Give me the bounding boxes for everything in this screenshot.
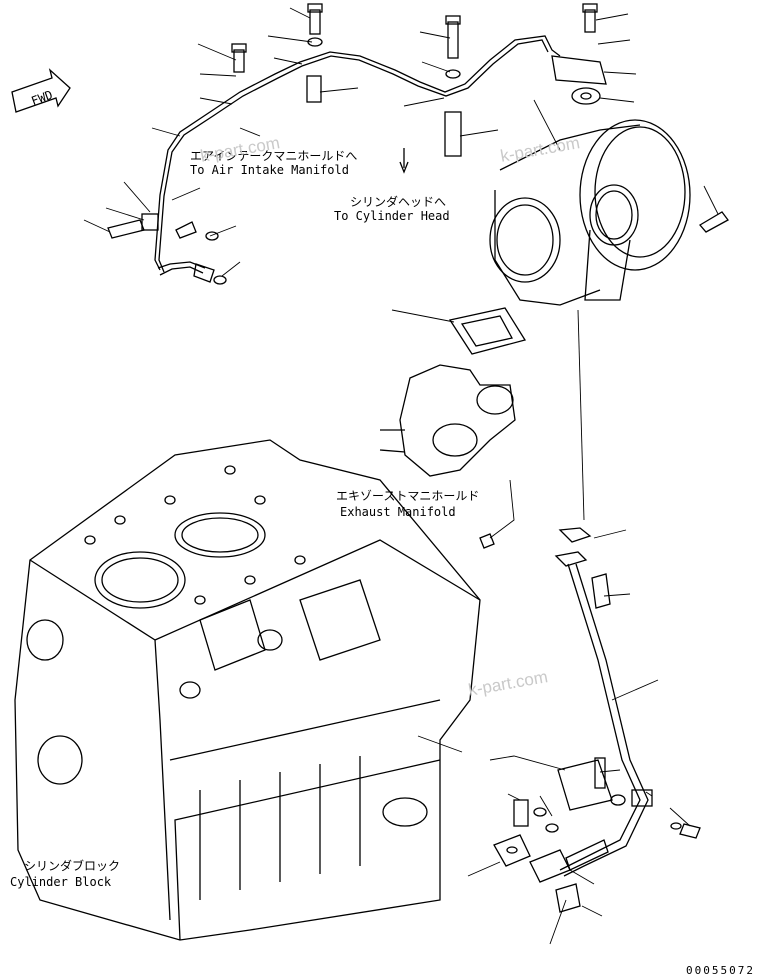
exhaust-manifold [379,364,516,549]
air-intake-label-jp: エアインテークマニホールドへ [190,149,358,163]
exhaust-manifold-label-jp: エキゾーストマニホールド [336,489,480,503]
oil-drain-pipe [554,527,649,877]
turbocharger [489,119,729,306]
oil-feed-pipe [154,35,561,276]
lower-fittings [493,757,701,913]
exhaust-manifold-label-en: Exhaust Manifold [340,505,456,519]
air-intake-label-en: To Air Intake Manifold [190,163,349,177]
figure-number: 00055072 [686,964,755,977]
pipe-bolts [107,3,607,285]
turbo-gasket [448,307,527,355]
cylinder-block [14,439,481,941]
leader-lines [83,7,719,945]
fwd-arrow-icon [11,68,71,113]
cylinder-block-label-jp: シリンダブロック [24,859,121,873]
cylinder-block-label-en: Cylinder Block [10,875,112,889]
cylinder-head-label-en: To Cylinder Head [334,209,450,223]
cylinder-head-label-jp: シリンダヘッドへ [350,195,447,209]
